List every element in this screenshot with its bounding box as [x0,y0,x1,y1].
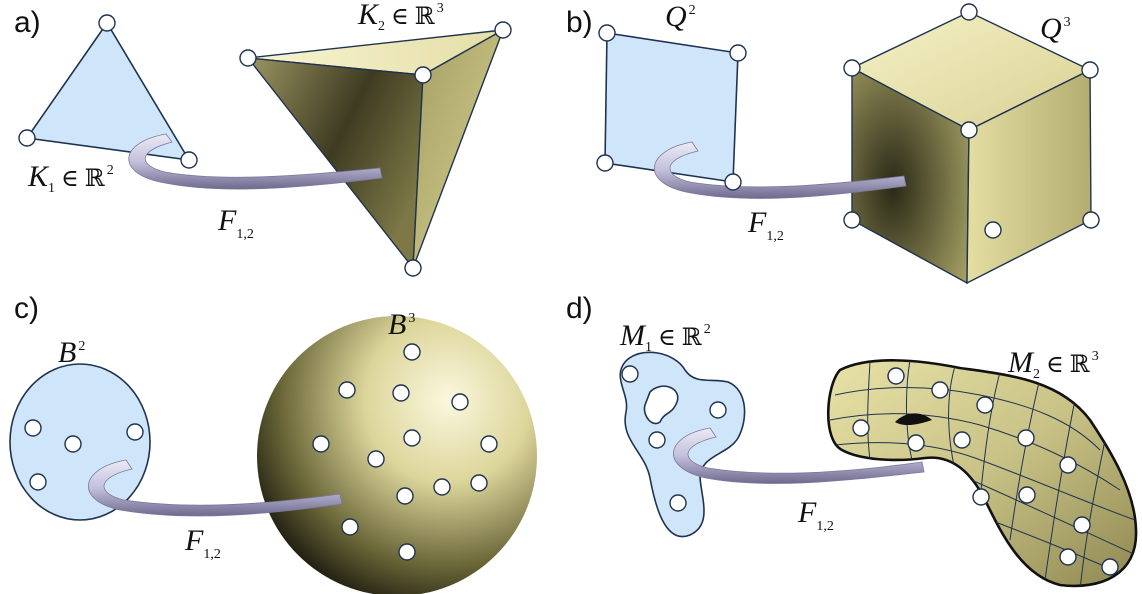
sphere-b3-nodes [312,343,498,561]
point-node [852,419,870,437]
point-node [1073,516,1091,534]
point-node [398,543,416,561]
surface-m2-nodes [852,367,1119,576]
triangle-k1-nodes [18,14,198,169]
point-node [953,431,971,449]
vertex-node [729,44,747,62]
point-node [338,381,356,399]
point-node [976,396,994,414]
sphere-b3 [257,316,537,594]
vertex-node [1082,211,1100,229]
map-label-d: F1,2 [797,496,834,534]
panel-a-label: a) [14,6,41,39]
point-node [972,488,990,506]
point-node [480,435,498,453]
map-arrow-d [673,427,925,484]
point-node [451,393,469,411]
vertex-node [984,221,1002,239]
panel-c-label: c) [14,292,39,325]
point-node [392,384,410,402]
vertex-node [960,3,978,21]
vertex-node [404,259,422,277]
point-node [403,343,421,361]
triangle-k1 [25,21,191,162]
vertex-node [960,121,978,139]
point-node [1101,558,1119,576]
map-arrow-a [128,133,383,190]
map-arrow-c [88,459,343,517]
point-node [29,473,47,491]
point-node [1017,429,1035,447]
tetrahedron-k2 [246,28,505,270]
map-label-c: F1,2 [184,524,221,562]
point-node [931,381,949,399]
vertex-node [18,129,36,147]
point-node [1059,456,1077,474]
point-node [887,367,905,385]
vertex-node [843,59,861,77]
point-node [907,434,925,452]
point-node [24,419,42,437]
point-node [403,429,421,447]
panel-d-label: d) [566,292,593,325]
point-node [312,435,330,453]
panel-b-label: b) [566,6,593,39]
square-q2-nodes [596,24,747,191]
point-node [709,401,727,419]
point-node [64,435,82,453]
point-node [396,487,414,505]
vertex-node [598,24,616,42]
point-node [648,431,666,449]
vertex-node [239,49,257,67]
point-node [126,423,144,441]
point-node [669,494,687,512]
point-node [621,365,639,383]
vertex-node [1081,61,1099,79]
vertex-node [724,173,742,191]
vertex-node [843,211,861,229]
point-node [367,450,385,468]
map-label-b: F1,2 [747,206,784,244]
point-node [1059,548,1077,566]
vertex-node [98,14,116,32]
vertex-node [494,21,512,39]
cube-q3 [850,11,1092,285]
vertex-node [414,66,432,84]
point-node [433,478,451,496]
map-label-a: F1,2 [217,204,254,242]
point-node [341,518,359,536]
point-node [1018,486,1036,504]
point-node [470,474,488,492]
panel-d: d) [566,292,1138,588]
cube-q3-nodes [843,3,1100,239]
vertex-node [596,154,614,172]
vertex-node [180,151,198,169]
map-arrow-b [654,141,907,199]
surface-m2 [826,359,1138,588]
tetrahedron-k2-nodes [239,21,512,277]
disk-b2-nodes [24,419,144,491]
region-m1-nodes [621,365,727,512]
